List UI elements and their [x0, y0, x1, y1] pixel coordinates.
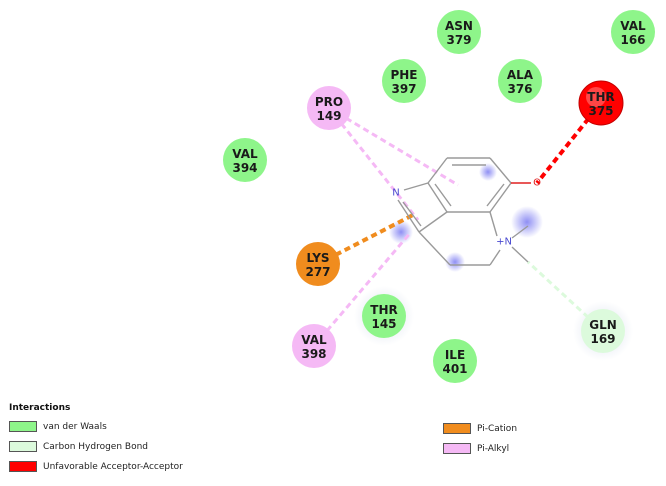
residue-name-val398: VAL [301, 333, 327, 347]
accessibility-blob-3 [445, 252, 465, 272]
residue-name-asn379: ASN [445, 19, 473, 33]
legend-swatch-pi-cation [443, 423, 471, 434]
interaction-val398-ring [312, 231, 413, 347]
bond-n-methyl-2 [511, 246, 529, 263]
residue-nodes: ASN379VAL166PHE397ALA376THR375PRO149VAL3… [223, 10, 655, 383]
residue-circle-ile401 [433, 339, 477, 383]
residue-circle-val394 [223, 138, 267, 182]
residue-number-thr375: 375 [588, 104, 613, 118]
legend-swatch-carbon-hydrogen-bond [9, 441, 37, 452]
residue-number-thr145: 145 [371, 317, 396, 331]
residue-number-ala376: 376 [507, 82, 532, 96]
residue-name-thr145: THR [370, 303, 397, 317]
atom-label-amine-nitrogen: +N [496, 237, 512, 248]
residue-name-val394: VAL [232, 147, 258, 161]
legend-item-van-der-waals: van der Waals [9, 421, 107, 432]
bond-n-c3p-double [402, 201, 422, 227]
legend: Interactions van der Waals Carbon Hydrog… [0, 400, 666, 486]
legend-swatch-unfavorable-acceptor-acceptor [9, 461, 37, 472]
legend-label-pi-alkyl: Pi-Alkyl [477, 443, 510, 454]
legend-title: Interactions [9, 403, 71, 413]
interaction-gln169-methyl [526, 260, 605, 333]
residue-name-ile401: ILE [445, 348, 465, 362]
residue-circle-ala376 [498, 59, 542, 103]
legend-label-van-der-waals: van der Waals [43, 421, 107, 432]
residue-number-asn379: 379 [446, 33, 471, 47]
interaction-pro149-ring-a [328, 106, 459, 187]
residue-name-val166: VAL [620, 19, 646, 33]
residue-name-phe397: PHE [390, 68, 417, 82]
legend-item-unfavorable-acceptor-acceptor: Unfavorable Acceptor-Acceptor [9, 461, 183, 472]
bond-c3p-ch2a [418, 231, 451, 266]
residue-number-pro149: 149 [316, 109, 341, 123]
bond-ch2b-n [489, 249, 501, 266]
aromatic-bond-left [434, 183, 452, 207]
legend-item-pi-cation: Pi-Cation [443, 423, 517, 434]
bond-c5-c6 [427, 182, 448, 213]
bond-c3-c4 [489, 182, 512, 213]
legend-item-carbon-hydrogen-bond: Carbon Hydrogen Bond [9, 441, 148, 452]
bond-c6-c1 [427, 157, 448, 184]
residue-name-lys277: LYS [306, 251, 329, 265]
residue-number-ile401: 401 [442, 362, 467, 376]
atom-label-oxygen: O [533, 178, 541, 189]
residue-number-phe397: 397 [391, 82, 416, 96]
residue-circle-thr145 [362, 294, 406, 338]
residue-number-val166: 166 [620, 33, 645, 47]
residue-circle-pro149 [307, 86, 351, 130]
legend-label-pi-cation: Pi-Cation [477, 423, 518, 434]
accessibility-blob-4 [479, 163, 497, 181]
residue-name-ala376: ALA [507, 68, 534, 82]
residue-circle-gln169 [581, 309, 625, 353]
residue-highlight-thr375 [586, 87, 606, 107]
bond-c3p-c5 [418, 211, 448, 233]
atom-label-ring-nitrogen: N [392, 188, 399, 199]
accessibility-blob-1 [511, 206, 543, 238]
residue-number-gln169: 169 [590, 332, 615, 346]
interaction-thr375-oxygen [535, 101, 603, 185]
bond-n-c4 [489, 211, 498, 237]
bond-c2-c3 [489, 157, 512, 184]
residue-circle-lys277 [296, 242, 340, 286]
residue-name-thr375: THR [587, 90, 614, 104]
legend-item-pi-alkyl: Pi-Alkyl [443, 443, 509, 454]
residue-number-lys277: 277 [305, 265, 330, 279]
residue-name-gln169: GLN [589, 318, 617, 332]
ligand-structure: N O +N [392, 157, 541, 266]
bond-c6-n [403, 182, 429, 191]
residue-circle-val166 [611, 10, 655, 54]
bond-n-methyl-1 [511, 225, 529, 239]
residue-circle-asn379 [437, 10, 481, 54]
residue-number-val398: 398 [301, 347, 326, 361]
legend-label-carbon-hydrogen-bond: Carbon Hydrogen Bond [43, 441, 149, 452]
legend-label-unfavorable-acceptor-acceptor: Unfavorable Acceptor-Acceptor [43, 461, 183, 472]
legend-swatch-pi-alkyl [443, 443, 471, 454]
bond-n-c3p [397, 199, 420, 233]
interaction-lys277-ring [317, 213, 414, 266]
residue-circle-val398 [292, 324, 336, 368]
interaction-lines [312, 101, 605, 347]
legend-swatch-van-der-waals [9, 421, 37, 432]
interaction-pro149-ring-b [327, 107, 420, 221]
diagram-svg: NO+N ASN379VAL166PHE397ALA376THR375PRO14… [223, 10, 655, 383]
residue-number-val394: 394 [232, 161, 257, 175]
residue-circle-phe397 [382, 59, 426, 103]
aromatic-bond-right [486, 183, 505, 207]
residue-name-pro149: PRO [315, 95, 343, 109]
